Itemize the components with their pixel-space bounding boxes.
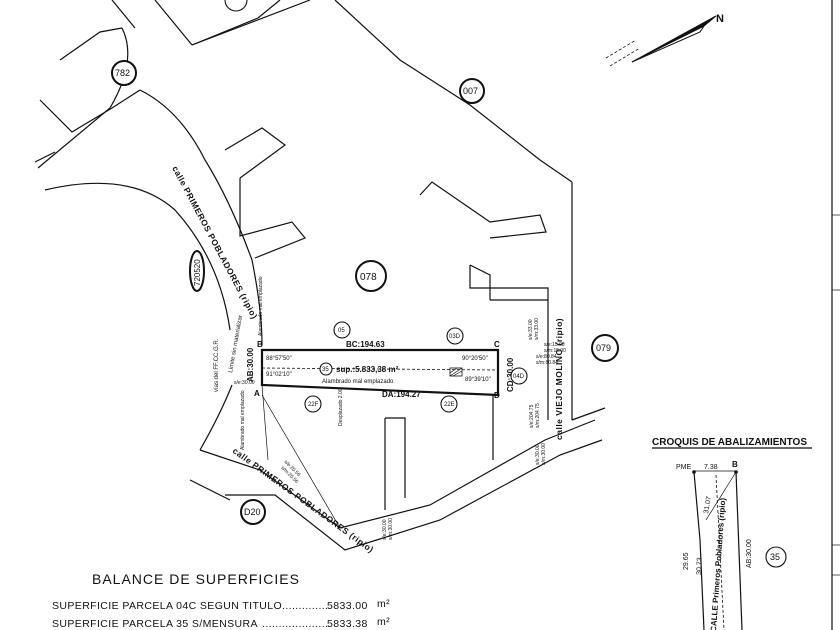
croquis-ab: AB:30.00 — [746, 539, 753, 568]
balance-row-1-dots: .............. — [282, 600, 328, 612]
angle-c: 90°20'50" — [462, 356, 488, 362]
street-vias: vías del FF.CC.G.R. — [214, 338, 220, 392]
parcel-079: 079 — [596, 343, 611, 353]
bubble-22e — [440, 395, 458, 413]
croquis-b: B — [732, 460, 738, 469]
parcel-04d: 04D — [513, 374, 525, 380]
parcel-d20: D20 — [244, 507, 261, 517]
d-side-a: s/e:204.75 — [529, 404, 535, 428]
street-limite: Límite sin materializar — [228, 315, 244, 374]
alambrado-left-bottom: Alambrado mal emplazado — [240, 390, 246, 450]
se-right: s/e:15.00 — [544, 342, 565, 348]
bubble-22f — [304, 395, 322, 413]
parcel-078: 078 — [360, 272, 377, 283]
street-names: calle PRIMEROS POBLADORES (ripio) calle … — [170, 164, 564, 554]
balance-table: BALANCE DE SUPERFICIES SUPERFICIE PARCEL… — [52, 571, 390, 630]
street-lines — [34, 0, 606, 551]
bubble-d20 — [240, 499, 266, 525]
croquis-d3: 30.73 — [696, 557, 704, 575]
point-b: B — [257, 340, 263, 349]
f-side-a: s/e:30.00 — [382, 519, 388, 540]
balance-row-2-unit: m² — [377, 616, 390, 628]
croquis-inset: CROQUIS DE ABALIZAMIENTOS PME 7.38 B 31.… — [652, 437, 812, 630]
parcel-05: 05 — [338, 328, 345, 334]
croquis-pme: PME — [676, 464, 692, 471]
parcel-bubbles: 782 007 078 079 05 03D 04D 22F 22E D20 7… — [111, 0, 619, 525]
sm-right2: s/m:33.00 — [534, 318, 540, 340]
alambrado-left-top: Alambrado mal emplazado — [258, 276, 264, 336]
croquis-parcel: 35 — [770, 552, 780, 562]
se-left-label: s/e:30.00 — [234, 380, 255, 386]
croquis-d2: 29.65 — [683, 552, 690, 570]
alambrado-mid: Alambrado mal emplazado — [322, 379, 394, 385]
desplazado-label: Desplazado 2.00 — [338, 388, 344, 426]
north-label: N — [716, 13, 724, 25]
balance-row-2-value: 5833.38 — [327, 618, 368, 630]
survey-labels: BC:194.63 DA:194.27 AB:30.00 CD:30.00 B … — [234, 276, 566, 540]
parcel-03d: 03D — [449, 334, 461, 340]
bubble-079 — [591, 334, 619, 362]
label-ab: AB:30.00 — [246, 347, 255, 382]
bubble-05 — [333, 321, 351, 339]
balance-row-1-label: SUPERFICIE PARCELA 04C SEGUN TITULO — [52, 600, 282, 612]
parcel-35-outline — [260, 348, 500, 529]
parcel-22f: 22F — [308, 402, 319, 408]
bubble-078 — [355, 260, 387, 292]
angle-d: 89°39'10" — [465, 377, 491, 383]
street-primeros-north: calle PRIMEROS POBLADORES (ripio) — [170, 164, 260, 320]
point-a: A — [254, 389, 260, 398]
parcel-22e: 22E — [444, 402, 455, 408]
parcel-720520: 720520 — [193, 259, 202, 286]
bubble-03d — [446, 327, 464, 345]
point-d: D — [494, 391, 500, 400]
bubble-007 — [459, 78, 485, 104]
area-label: sup.:5.833,38 m² — [336, 365, 399, 374]
croquis-title: CROQUIS DE ABALIZAMIENTOS — [652, 437, 807, 448]
bubble-04d — [510, 367, 528, 385]
point-c: C — [494, 340, 500, 349]
d-side-b: s/m:204.75 — [535, 403, 541, 428]
parcel-35-label: 35 — [322, 367, 329, 373]
label-da: DA:194.27 — [382, 390, 421, 399]
street-viejo-molino: calle VIEJO MOLINO (ripio) — [554, 318, 564, 440]
balance-title: BALANCE DE SUPERFICIES — [92, 571, 300, 587]
balance-row-1-value: 5833.00 — [327, 600, 368, 612]
bubble-720520 — [189, 250, 205, 292]
cd-side-a: s/e:80.84 — [536, 354, 557, 360]
croquis-pme-dist: 7.38 — [704, 464, 718, 471]
balance-row-2-label: SUPERFICIE PARCELA 35 S/MENSURA — [52, 618, 258, 630]
e-side-b: s/m:30.00 — [541, 443, 547, 465]
se-right2: s/e:33.00 — [528, 319, 534, 340]
bubble-782 — [111, 60, 137, 86]
balance-row-2-dots: .................... — [262, 618, 328, 630]
label-bc: BC:194.63 — [346, 340, 385, 349]
angle-b: 88°57'50" — [266, 356, 292, 362]
croquis-d1: 31.07 — [703, 496, 713, 515]
sm-right: s/m:15.00 — [544, 348, 566, 354]
cd-side-b: s/m:80.84 — [536, 360, 558, 366]
f-side-b: s/m:30.00 — [388, 518, 394, 540]
parcel-35-bubble — [319, 362, 333, 376]
angle-a: 91°02'10" — [266, 372, 292, 378]
parcel-007: 007 — [463, 86, 478, 96]
north-arrow: N — [605, 13, 724, 67]
balance-row-1-unit: m² — [377, 598, 390, 610]
croquis-parcel-bubble — [765, 546, 787, 568]
parcel-782: 782 — [115, 68, 130, 78]
sheet-frame — [831, 0, 840, 630]
croquis-street: CALLE Primeros Pobladores (ripio) — [709, 497, 727, 630]
label-cd: CD:30.00 — [506, 357, 515, 392]
e-side-a: s/e:30.00 — [535, 444, 541, 465]
